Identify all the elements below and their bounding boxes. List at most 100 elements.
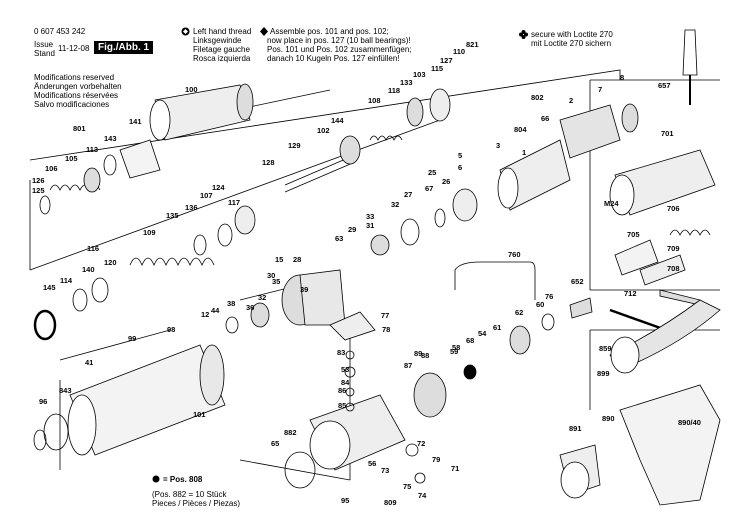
part-label-84: 84 [341, 378, 350, 387]
part-label-809: 809 [384, 498, 397, 507]
part-label-75: 75 [403, 482, 411, 491]
part-label-53: 53 [341, 365, 349, 374]
part-label-144: 144 [331, 116, 344, 125]
thread-note-de: Linksgewinde [193, 36, 242, 45]
part-label-15: 15 [275, 255, 283, 264]
assemble-note-2: now place in pos. 127 (10 ball bearings)… [267, 36, 411, 45]
part-label-65: 65 [271, 439, 279, 448]
part-label-1: 1 [522, 148, 526, 157]
qty-note-2: Pieces / Pièces / Piezas) [152, 499, 241, 508]
part-label-88: 88 [421, 351, 429, 360]
part-label-6: 6 [458, 163, 462, 172]
part-label-106: 106 [45, 164, 58, 173]
part-label-39: 39 [300, 285, 308, 294]
part-label-115: 115 [431, 64, 443, 73]
left-hand-thread-icon [181, 27, 190, 38]
part-label-882: 882 [284, 428, 297, 437]
part-label-71: 71 [451, 464, 459, 473]
figure-label: Fig./Abb. 1 [94, 41, 154, 54]
assemble-note-1: Assemble pos. 101 and pos. 102; [270, 27, 389, 36]
part-label-41: 41 [85, 358, 93, 367]
part-label-859: 859 [599, 344, 612, 353]
part-label-128: 128 [262, 158, 275, 167]
modifications-en: Modifications reserved [34, 73, 115, 82]
part-label-712: 712 [624, 289, 637, 298]
part-label-124: 124 [212, 183, 225, 192]
part-label-135: 135 [166, 211, 179, 220]
part-label-116: 116 [87, 244, 99, 253]
part-label-890-40: 890/40 [678, 418, 701, 427]
part-label-8: 8 [620, 73, 624, 82]
part-label-89: 89 [414, 349, 422, 358]
part-label-652: 652 [571, 277, 584, 286]
part-label-760: 760 [508, 250, 521, 259]
modifications-es: Salvo modificaciones [34, 100, 110, 109]
part-label-129: 129 [288, 141, 301, 150]
part-label-30: 30 [267, 271, 275, 280]
part-label-7: 7 [598, 85, 602, 94]
issue-date: 11-12-08 [58, 44, 90, 53]
part-label-86: 86 [338, 386, 346, 395]
part-label-145: 145 [43, 283, 56, 292]
document-number: 0 607 453 242 [34, 27, 86, 36]
part-label-58: 58 [452, 343, 460, 352]
part-label-68: 68 [466, 336, 474, 345]
part-label-60: 60 [536, 300, 544, 309]
part-label-26: 26 [442, 177, 450, 186]
part-label-33: 33 [366, 212, 374, 221]
part-label-701: 701 [661, 129, 674, 138]
part-label-38: 38 [227, 299, 235, 308]
part-label-96: 96 [39, 397, 47, 406]
part-label-54: 54 [478, 329, 487, 338]
part-label-61: 61 [493, 323, 501, 332]
part-label-63: 63 [335, 234, 343, 243]
part-label-126: 126 [32, 176, 45, 185]
part-label-117: 117 [228, 198, 240, 207]
part-label-133: 133 [400, 78, 413, 87]
part-label-110: 110 [453, 47, 465, 56]
assemble-note-3: Pos. 101 und Pos. 102 zusammenfügen; [267, 45, 412, 54]
part-label-891: 891 [569, 424, 582, 433]
thread-note-es: Rosca izquierda [193, 54, 251, 63]
part-label-113: 113 [86, 145, 98, 154]
part-label-802: 802 [531, 93, 544, 102]
assemble-note-4: danach 10 Kugeln Pos. 127 einfüllen! [267, 54, 400, 63]
part-label-83: 83 [337, 348, 345, 357]
part-label-31: 31 [366, 221, 374, 230]
part-label-125: 125 [32, 186, 45, 195]
part-label-85: 85 [338, 401, 346, 410]
part-label-59: 59 [450, 347, 458, 356]
part-label-709: 709 [667, 244, 680, 253]
part-label-101: 101 [193, 410, 206, 419]
part-label-3: 3 [496, 141, 500, 150]
part-label-821: 821 [466, 40, 479, 49]
part-label-705: 705 [627, 230, 640, 239]
part-label-708: 708 [667, 264, 680, 273]
part-label-801: 801 [73, 124, 86, 133]
part-label-M24: M24 [604, 199, 619, 208]
part-label-5: 5 [458, 151, 462, 160]
part-label-87: 87 [404, 361, 412, 370]
part-label-141: 141 [129, 117, 142, 126]
loctite-note-de: mit Loctite 270 sichern [531, 39, 612, 48]
part-label-36: 36 [246, 303, 254, 312]
thread-note-fr: Filetage gauche [193, 45, 250, 54]
part-label-56: 56 [368, 459, 376, 468]
part-label-32: 32 [258, 293, 266, 302]
part-label-79: 79 [432, 455, 440, 464]
part-label-114: 114 [60, 276, 73, 285]
part-label-74: 74 [418, 491, 427, 500]
part-label-32: 32 [391, 200, 399, 209]
issue-label: Issue [34, 40, 54, 49]
thread-note-en: Left hand thread [193, 27, 252, 36]
part-label-118: 118 [388, 86, 400, 95]
part-label-107: 107 [200, 191, 213, 200]
part-label-25: 25 [428, 168, 436, 177]
part-label-108: 108 [368, 96, 381, 105]
part-label-100: 100 [185, 85, 198, 94]
part-label-77: 77 [381, 311, 389, 320]
part-label-136: 136 [185, 203, 198, 212]
part-label-120: 120 [104, 258, 117, 267]
